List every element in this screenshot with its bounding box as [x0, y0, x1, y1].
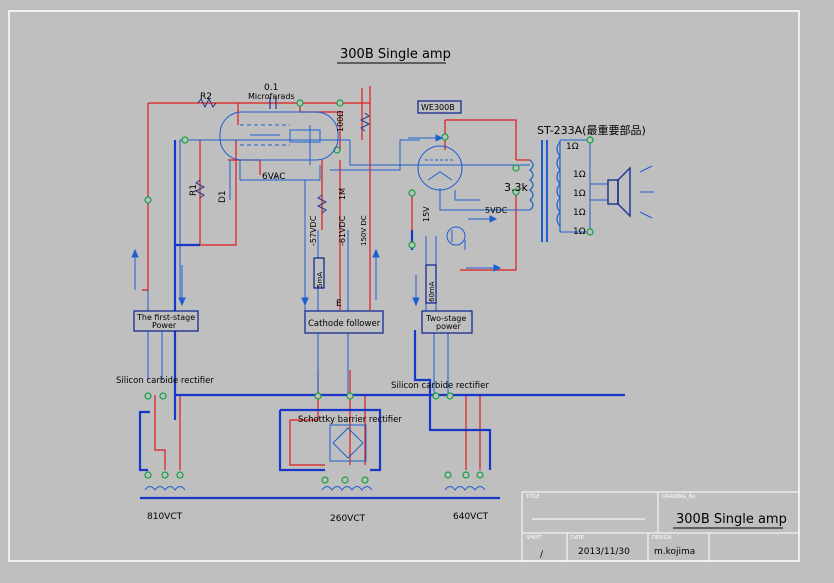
power-transformers — [144, 486, 486, 491]
speaker-symbol — [607, 165, 654, 219]
bridge-rectifier — [329, 424, 367, 462]
label-15v: 15V — [422, 206, 431, 222]
resistors — [194, 97, 371, 214]
tb-drawing-header: DRAWING_No. — [662, 494, 698, 500]
ammeter-5ma — [313, 257, 325, 289]
label-tube: WE300B — [421, 103, 455, 112]
output-transformer-symbol — [529, 140, 561, 242]
label-transformer: ST-233A(最重要部品) — [537, 123, 646, 137]
label-810vct: 810VCT — [147, 512, 183, 522]
schematic-title: 300B Single amp — [340, 47, 451, 62]
block-first-stage — [133, 310, 199, 332]
tb-sheet: / — [540, 550, 544, 560]
tb-title-header: TITLE — [525, 494, 540, 500]
label-schottky: Schottky barrier rectifier — [298, 415, 402, 425]
block-two-stage-line2: power — [436, 322, 461, 331]
label-5vdc: 5VDC — [485, 206, 508, 215]
tb-sheet-header: SHEET — [526, 535, 543, 541]
tap-4: 1Ω — [573, 208, 586, 218]
power-tube-symbol — [417, 145, 463, 191]
current-arrows — [131, 134, 502, 307]
label-cap-unit: Microfarads — [248, 92, 295, 101]
block-cathode-follower-label: Cathode follower — [308, 319, 381, 329]
tb-date: 2013/11/30 — [578, 547, 630, 557]
label-640vct: 640VCT — [453, 512, 489, 522]
input-tube-symbol — [219, 111, 339, 161]
label-r2: R2 — [200, 92, 212, 102]
label-d1: D1 — [218, 190, 228, 203]
label-61vdc: -61VDC — [338, 215, 347, 246]
label-100ohm: 100Ω — [336, 111, 345, 132]
tb-title: 300B Single amp — [676, 512, 787, 527]
tube-label-box — [417, 100, 462, 114]
label-57vdc: -57VDC — [309, 215, 318, 246]
label-r1: R1 — [189, 184, 199, 196]
tap-5: 1Ω — [573, 227, 586, 237]
title-block — [521, 491, 800, 562]
label-1m: 1M — [338, 188, 347, 200]
label-5ma: 5mA — [316, 272, 324, 288]
label-60ma: 60mA — [428, 281, 436, 302]
bias-transistor-symbol — [446, 226, 466, 246]
block-first-stage-line1: The first-stage — [136, 313, 195, 322]
label-heater: 6VAC — [262, 172, 286, 182]
tb-design: m.kojima — [654, 547, 695, 557]
capacitor-symbol — [269, 97, 277, 109]
tap-1: 1Ω — [566, 142, 579, 152]
label-260vct: 260VCT — [330, 514, 366, 524]
red-wires — [142, 86, 530, 470]
block-two-stage-line1: Two-stage — [425, 314, 466, 323]
label-sic-right: Silicon carbide rectifier — [391, 381, 489, 391]
tb-design-header: DESIGN — [652, 535, 672, 541]
junction-dots — [144, 99, 594, 484]
label-sic-left: Silicon carbide rectifier — [116, 376, 214, 386]
label-cap-value: 0.1 — [264, 83, 278, 93]
blue-thin-wires — [147, 125, 608, 395]
sheet-border — [8, 10, 800, 562]
block-cathode-follower — [304, 310, 384, 334]
tap-3: 1Ω — [573, 189, 586, 199]
block-first-stage-line2: Power — [152, 321, 177, 330]
ammeter-60ma — [425, 264, 437, 304]
label-impedance: 3.3k — [504, 181, 528, 194]
blue-thick-wires — [138, 140, 625, 500]
label-node-e: E — [336, 299, 342, 309]
block-two-stage — [421, 310, 473, 334]
tb-date-header: DATE — [571, 535, 584, 541]
tap-2: 1Ω — [573, 170, 586, 180]
label-150vdc: 150V DC — [360, 215, 368, 246]
